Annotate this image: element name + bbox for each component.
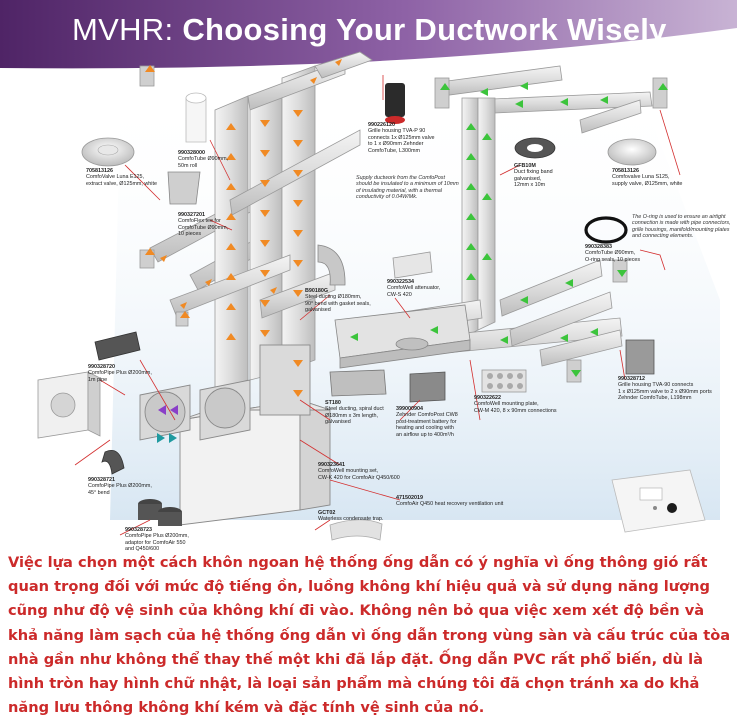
grille-housing-tva-image [625,339,655,375]
caption-comfopost: 399000904 Zehnder ComfoPost CW8 post-tre… [396,406,458,438]
comfopipe-image [94,331,141,361]
comfopost-image [409,371,446,403]
caption-comfoair-unit: 471502019 ComfoAir Q450 heat recovery ve… [396,495,504,508]
title-prefix: MVHR: [72,12,174,47]
mounting-plate-image [481,369,527,393]
title-main: Choosing Your Ductwork Wisely [182,12,667,47]
spiral-duct-image [329,369,387,397]
supply-insulation-note: Supply ductwork from the ComfoPost shoul… [356,175,459,201]
tube-roll-image [185,97,207,143]
caption-pipe-bend: 990328721 ComfoPipe Plus Ø200mm, 45° ben… [88,477,152,496]
oring-note: The O-ring is used to ensure an airtight… [632,214,731,240]
pipe-bend-image [101,449,125,475]
caption-extract-valve: 705813126 ComfoValve Luna E125, extract … [86,168,158,187]
caption-spiral-duct: ST180 Steel ducting, spiral duct Ø180mm … [325,400,384,426]
oring-image [584,216,628,244]
caption-mounting-plate: 990322622 ComfoWell mounting plate, CW-M… [474,395,557,414]
caption-grille-housing-tvap: 990226120 Grille housing TVA-P 90 connec… [368,122,435,154]
unit-airflow-arrows [157,405,178,443]
tee-image [167,171,201,205]
extract-airflow-arrows [145,59,342,397]
caption-grille-housing-tva: 990328712 Grille housing TVA-90 connects… [618,376,712,402]
page-title: MVHR: Choosing Your Ductwork Wisely [72,12,667,48]
ductwork-diagram [37,51,720,541]
wall-unit-image [37,371,101,439]
condensate-trap-image [329,519,383,541]
infographic: MVHR: Choosing Your Ductwork Wisely [0,0,737,552]
attenuator-image [392,251,433,279]
grille-housing-image [385,83,405,117]
caption-comfotube-roll: 990328000 ComfoTube Ø90mm, 50m roll [178,150,229,169]
product-images [37,83,706,541]
description-paragraph: Việc lựa chọn một cách khôn ngoan hệ thố… [8,554,731,717]
caption-fixing-band: GFB10M Duct fixing band galvanised, 12mm… [514,163,553,189]
supply-airflow-arrows [350,82,668,377]
caption-steel-bend: B90180G Steel ducting Ø180mm, 90° bend w… [305,288,371,314]
supply-valve-image [607,138,657,166]
caption-oring-seals: 990328383 ComfoTube Ø90mm, O-ring seals,… [585,244,641,263]
caption-comfoflex-tee: 990327201 ComfoFlex tee for ComfoTube Ø9… [178,212,229,238]
attenuator-box [334,304,471,369]
caption-supply-valve: 705813126 Comfovalve Luna S125, supply v… [612,168,683,187]
caption-pipe-adaptor: 990328723 ComfoPipe Plus Ø200mm, adaptor… [125,527,189,553]
caption-attenuator: 990322534 ComfoWell attenuator, CW-S 420 [387,279,441,298]
caption-mounting-set: 990323641 ComfoWell mounting set, CW-K 4… [318,462,400,481]
control-panel-image [611,469,706,533]
caption-comfopipe: 990328720 ComfoPipe Plus Ø200mm, 1m pipe [88,364,152,383]
title-banner [0,0,737,69]
callout-lines [74,75,681,536]
caption-condensate-trap: GCT02 Waterless condensate trap. [318,510,384,523]
steel-bend-image [317,244,346,286]
pipe-adaptor-image [138,499,182,526]
